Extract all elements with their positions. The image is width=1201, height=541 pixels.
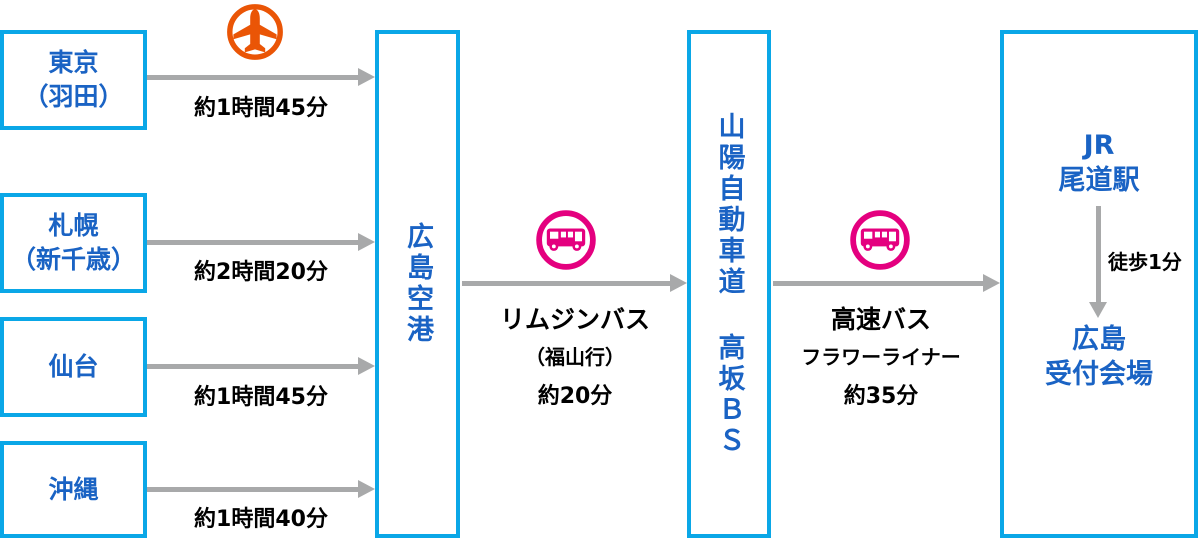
highway-bus-duration: 約35分 [843,384,919,409]
plane-icon [225,2,285,62]
flight-arrow-sapporo [147,233,375,251]
origin-box-tokyo: 東京 （羽田） [0,30,147,130]
highway-bus-name: 高速バス [830,305,931,334]
flight-duration-sendai: 約1時間45分 [194,385,328,410]
limousine-bus-info: リムジンバス （福山行） 約20分 [452,300,698,410]
origin-label-sapporo: 札幌 （新千歳） [10,211,136,274]
flight-duration-tokyo: 約1時間45分 [194,96,328,121]
venue-label: 広島 受付会場 [1045,324,1153,391]
flight-arrow-okinawa [147,480,375,498]
highway-bus-line: フラワーライナー [801,345,961,369]
origin-box-okinawa: 沖縄 [0,441,147,538]
bus-stop-label: 山陽自動車道 高坂ＢＳ [713,111,745,457]
flight-arrow-tokyo [147,68,375,86]
limousine-bus-name: リムジンバス [499,305,650,334]
origin-label-okinawa: 沖縄 [48,474,99,504]
limousine-bus-arrow [462,274,687,292]
bus-icon [848,208,912,272]
origin-box-sapporo: 札幌 （新千歳） [0,193,147,293]
origin-label-tokyo: 東京 （羽田） [23,48,124,111]
airport-label: 広島空港 [402,222,433,346]
origin-label-sendai: 仙台 [48,352,99,382]
limousine-bus-duration: 約20分 [537,384,613,409]
walk-duration: 徒歩1分 [1108,250,1182,274]
station-label: JR 尾道駅 [1058,130,1140,197]
airport-box: 広島空港 [375,30,460,538]
highway-bus-arrow [773,274,1000,292]
walk-arrow [1089,206,1107,318]
highway-bus-info: 高速バス フラワーライナー 約35分 [758,300,1004,410]
flight-arrow-sendai [147,357,375,375]
flight-duration-sapporo: 約2時間20分 [194,260,328,285]
destination-box: JR 尾道駅 徒歩1分 広島 受付会場 [1000,30,1198,538]
bus-stop-box: 山陽自動車道 高坂ＢＳ [687,30,771,538]
limousine-bus-direction: （福山行） [525,345,625,369]
origin-box-sendai: 仙台 [0,317,147,417]
bus-icon [534,208,598,272]
flight-duration-okinawa: 約1時間40分 [194,507,328,532]
destination-content: JR 尾道駅 徒歩1分 広島 受付会場 [1004,34,1194,534]
